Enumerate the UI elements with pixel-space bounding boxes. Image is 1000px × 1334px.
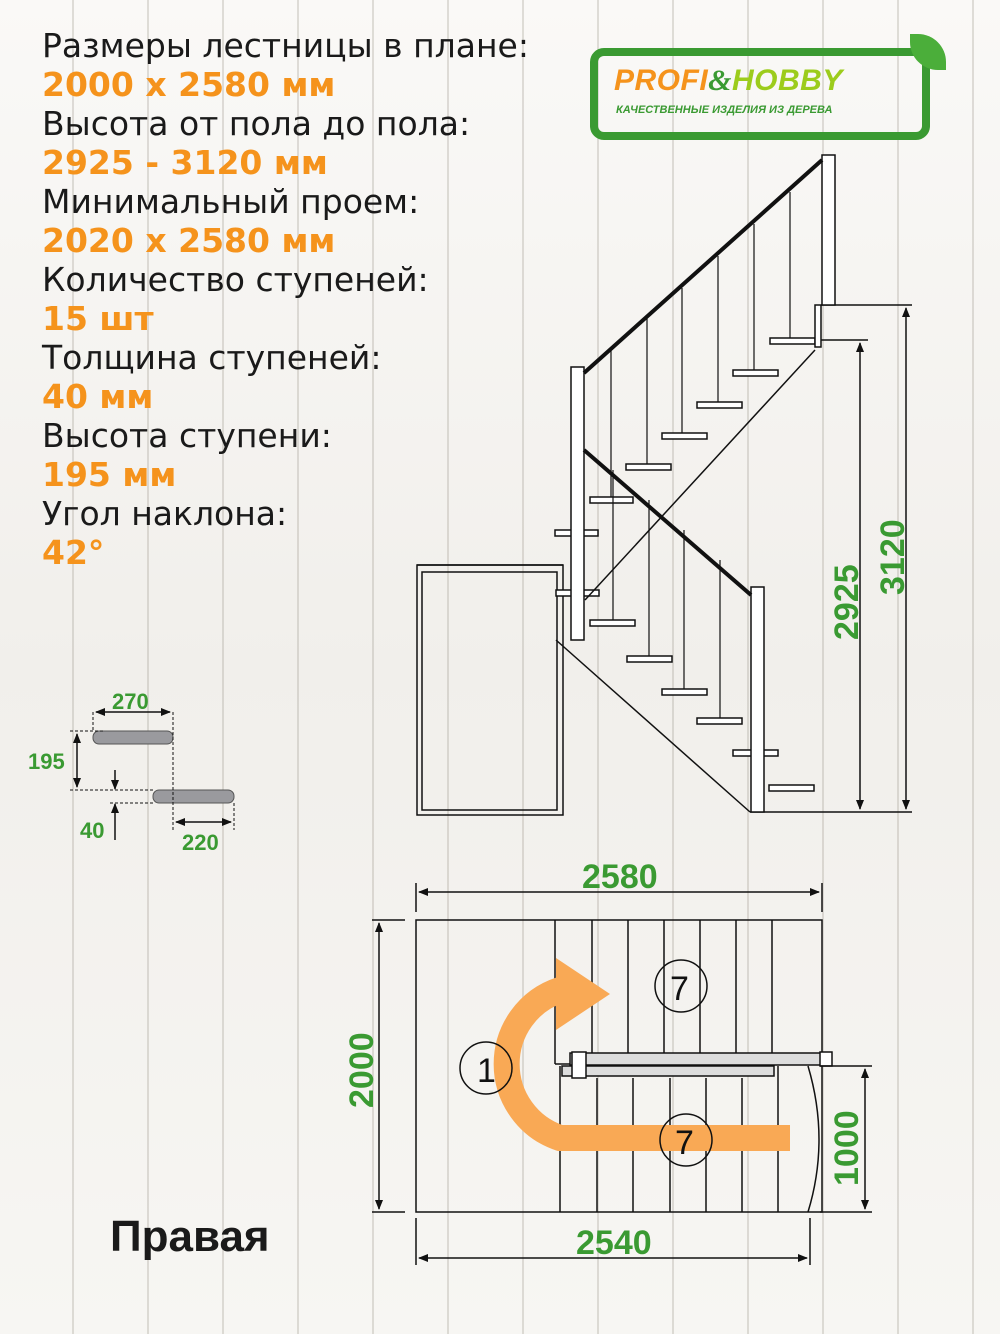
variant-label: Правая bbox=[110, 1212, 270, 1261]
side-elevation bbox=[416, 154, 912, 816]
spec-value-step-count: 15 шт bbox=[42, 299, 154, 338]
lower-flight-step-count: 7 bbox=[675, 1124, 694, 1162]
spec-value-step-height: 195 мм bbox=[42, 455, 177, 494]
logo-profi: PROFI bbox=[614, 64, 709, 97]
dim-tread-depth: 270 bbox=[112, 689, 149, 714]
spec-value-angle: 42° bbox=[42, 533, 105, 572]
upper-flight-step-count: 7 bbox=[670, 970, 689, 1008]
logo-title: PROFI&HOBBY bbox=[614, 64, 843, 98]
dim-step-height: 195 bbox=[28, 749, 65, 774]
dim-height-3120: 3120 bbox=[874, 519, 912, 595]
logo-ampersand: & bbox=[708, 64, 733, 97]
brand-logo: PROFI&HOBBY КАЧЕСТВЕННЫЕ ИЗДЕЛИЯ ИЗ ДЕРЕ… bbox=[580, 30, 960, 142]
step-detail bbox=[70, 708, 235, 840]
spec-label-angle: Угол наклона: bbox=[42, 494, 288, 533]
spec-label-floor-height: Высота от пола до пола: bbox=[42, 104, 471, 143]
dim-going: 220 bbox=[182, 830, 219, 855]
dim-flight-width-1000: 1000 bbox=[828, 1110, 866, 1186]
plan-dimension-lines bbox=[372, 883, 872, 1265]
logo-subtitle: КАЧЕСТВЕННЫЕ ИЗДЕЛИЯ ИЗ ДЕРЕВА bbox=[616, 104, 833, 116]
direction-arrow bbox=[493, 958, 790, 1151]
elevation-dimension-lines bbox=[856, 307, 910, 810]
dim-length-2580: 2580 bbox=[582, 858, 658, 896]
spec-value-floor-height: 2925 - 3120 мм bbox=[42, 143, 328, 182]
logo-hobby: HOBBY bbox=[732, 64, 843, 97]
turn-step-count: 1 bbox=[477, 1052, 496, 1090]
dim-width-2000: 2000 bbox=[343, 1032, 381, 1108]
step-count-markers bbox=[459, 959, 713, 1167]
spec-label-opening: Минимальный проем: bbox=[42, 182, 420, 221]
spec-label-plan-size: Размеры лестницы в плане: bbox=[42, 26, 529, 65]
spec-value-opening: 2020 x 2580 мм bbox=[42, 221, 336, 260]
spec-value-thickness: 40 мм bbox=[42, 377, 154, 416]
logo-frame bbox=[590, 48, 930, 140]
dim-height-2925: 2925 bbox=[828, 564, 866, 640]
spec-value-plan-size: 2000 x 2580 мм bbox=[42, 65, 336, 104]
spec-list: Размеры лестницы в плане: 2000 x 2580 мм… bbox=[42, 26, 529, 572]
dim-length-2540: 2540 bbox=[576, 1224, 652, 1262]
spec-label-thickness: Толщина ступеней: bbox=[42, 338, 382, 377]
spec-label-step-height: Высота ступени: bbox=[42, 416, 332, 455]
dim-thickness: 40 bbox=[80, 818, 104, 843]
spec-label-step-count: Количество ступеней: bbox=[42, 260, 429, 299]
